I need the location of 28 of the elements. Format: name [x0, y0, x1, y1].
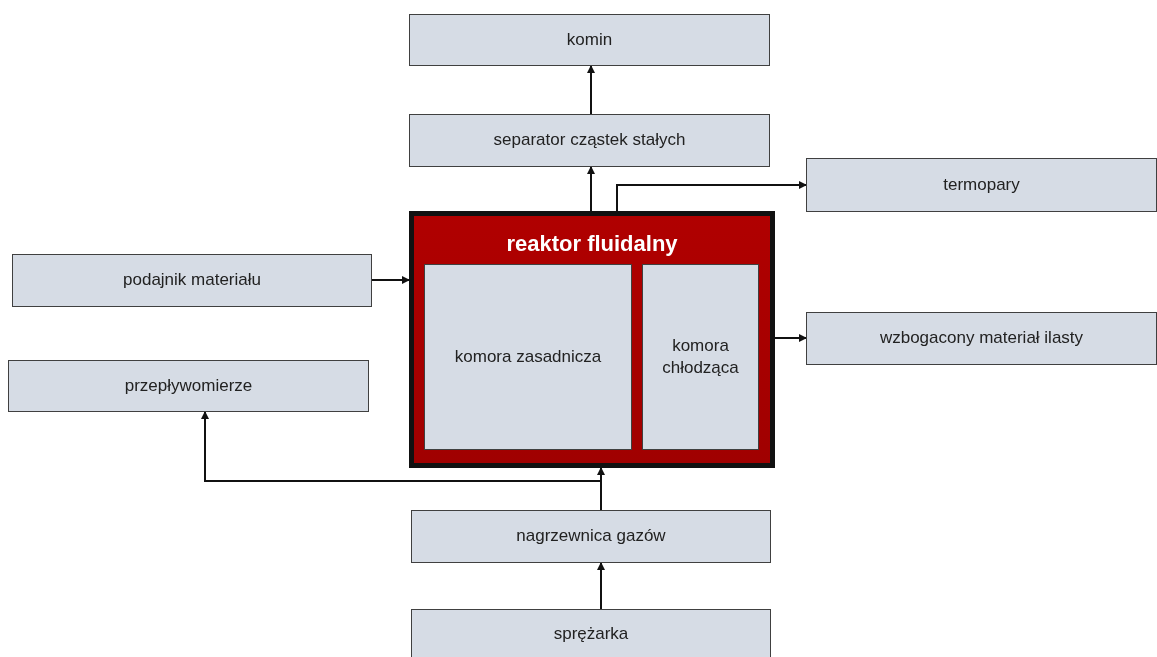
process-box — [8, 360, 369, 412]
process-box — [409, 14, 770, 66]
process-box — [409, 114, 770, 167]
reactor-box — [409, 211, 775, 468]
process-box — [411, 510, 771, 563]
process-box — [411, 609, 771, 657]
chamber-box — [642, 264, 759, 450]
box-label: nagrzewnica gazów — [516, 525, 666, 548]
process-box — [806, 158, 1157, 212]
box-label: termopary — [943, 173, 1020, 196]
arrow — [587, 166, 595, 212]
arrow — [774, 334, 807, 342]
chamber-box — [424, 264, 632, 450]
arrow — [587, 65, 595, 115]
process-box — [12, 254, 372, 307]
arrow — [597, 562, 605, 610]
box-label: sprężarka — [553, 622, 629, 645]
arrow — [371, 276, 410, 284]
arrow — [616, 181, 807, 212]
box-label: przepływomierze — [124, 374, 253, 397]
box-label: separator cząstek stałych — [493, 129, 686, 152]
box-label: komora zasadnicza — [454, 345, 602, 368]
process-box — [806, 312, 1157, 365]
box-label: wzbogacony materiał ilasty — [879, 327, 1084, 350]
box-label: podajnik materiału — [123, 269, 261, 292]
box-label: komin — [566, 28, 613, 51]
box-label: komora chłodząca — [661, 334, 740, 379]
reactor-title: reaktor fluidalny — [505, 230, 679, 258]
